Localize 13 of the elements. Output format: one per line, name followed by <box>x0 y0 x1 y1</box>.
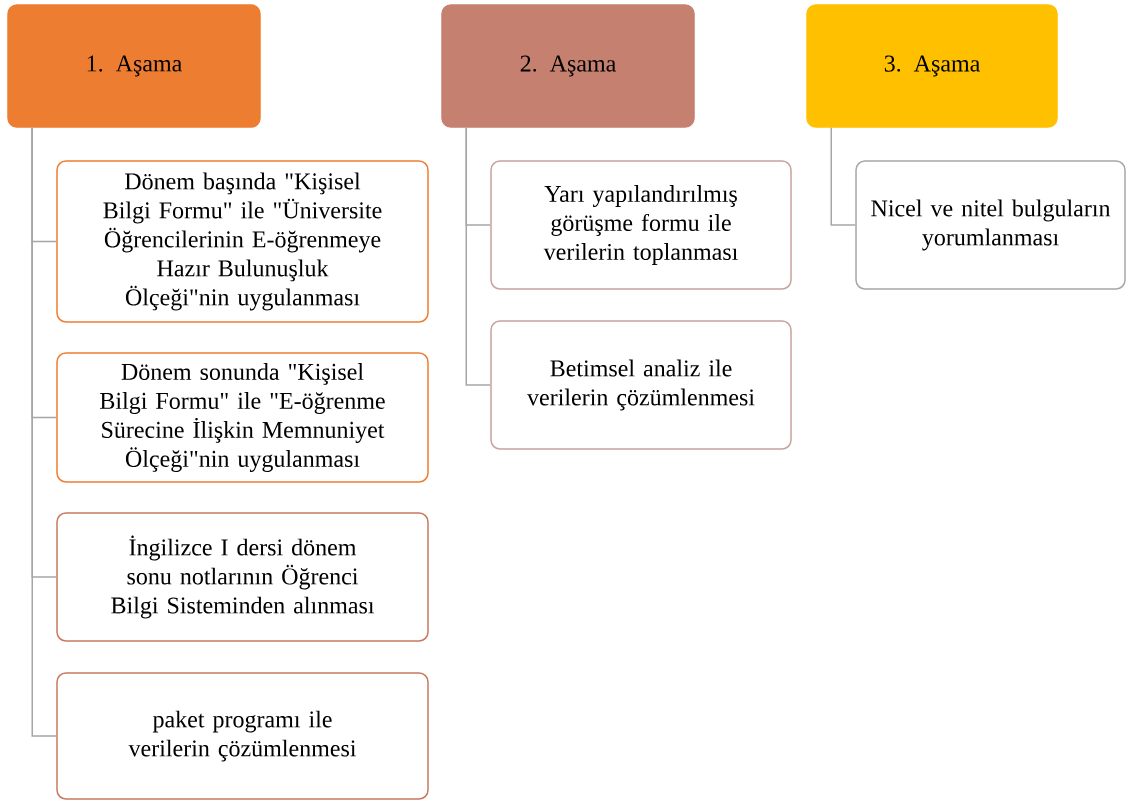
step-box: Dönem sonunda "Kişisel Bilgi Formu" ile "E-öğrenme Sürecine İlişkin Memnuniyet Ölçeği"nin uygulanması <box>56 352 429 483</box>
stage-box: 1. Aşama <box>7 4 261 128</box>
step-box: Yarı yapılandırılmış görüşme formu ile verilerin toplanması <box>490 160 792 290</box>
step-box: Betimsel analiz ile verilerin çözümlenmesi <box>490 320 792 450</box>
step-box: Nicel ve nitel bulguların yorumlanması <box>855 160 1126 290</box>
stage-box: 3. Aşama <box>806 4 1058 128</box>
step-box: Dönem başında "Kişisel Bilgi Formu" ile "Üniversite Öğrencilerinin E-öğrenmeye Hazır Bulunuşluk Ölçeği"nin uygulanması <box>56 160 429 323</box>
connector-line <box>31 127 57 737</box>
connector-line <box>465 127 491 386</box>
step-box: İngilizce I dersi dönem sonu notlarının Öğrenci Bilgi Sisteminden alınması <box>56 512 429 642</box>
stage-box: 2. Aşama <box>441 4 695 128</box>
connector-line <box>830 127 856 226</box>
step-box: paket programı ile verilerin çözümlenmesi <box>56 672 429 800</box>
